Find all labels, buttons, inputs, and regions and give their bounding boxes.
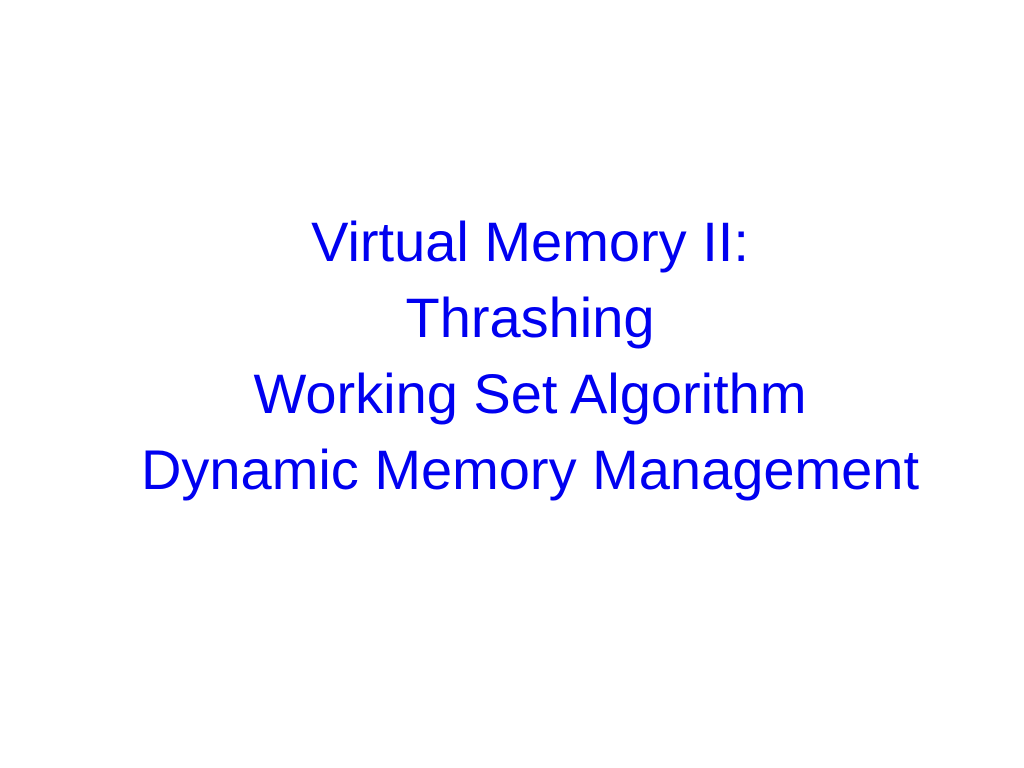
title-line-2: Thrashing [405, 286, 655, 349]
title-line-4: Dynamic Memory Management [140, 438, 920, 501]
title-line-1: Virtual Memory II: [311, 210, 749, 273]
title-line-3: Working Set Algorithm [253, 362, 807, 425]
slide-title: Virtual Memory II: Thrashing Working Set… [0, 204, 1024, 508]
